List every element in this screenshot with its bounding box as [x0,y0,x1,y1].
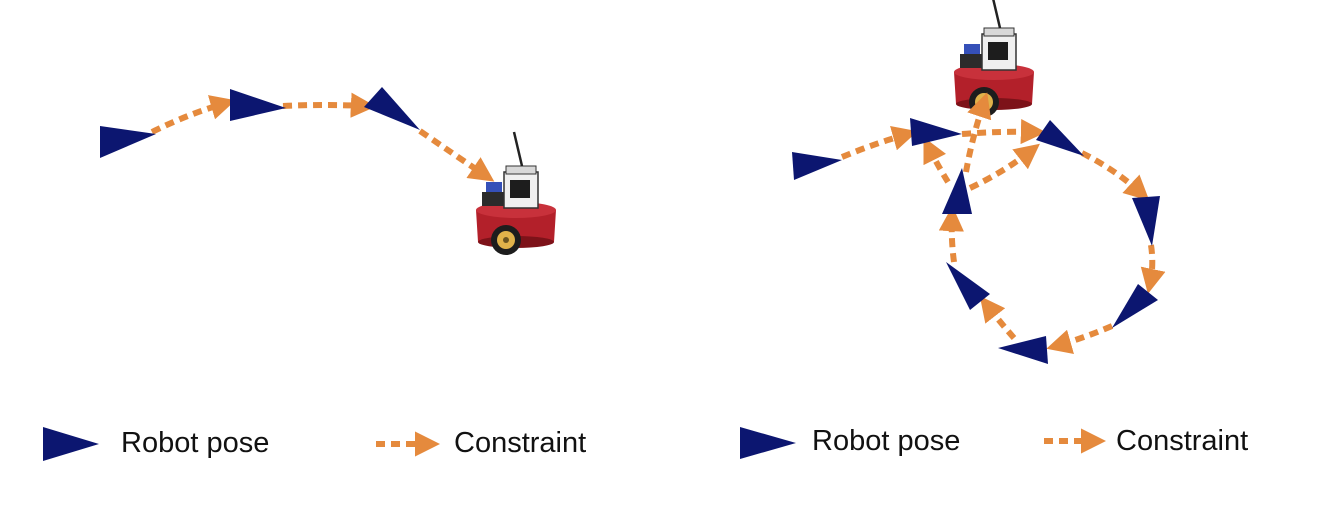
legend-pose-label: Robot pose [812,425,960,457]
constraint-edge [1046,323,1114,354]
constraint-edge [938,205,964,263]
constraint-edge [923,136,951,184]
constraint-edge [1080,150,1150,201]
pose-marker [942,168,972,214]
right-constraints [840,92,1166,354]
right-poses [792,118,1160,364]
pose-marker [230,89,286,121]
constraint-edge [963,92,992,173]
right-panel: Robot pose Constraint [740,0,1248,459]
constraint-edge [282,92,377,118]
left-constraints [150,92,495,182]
constraint-edge [961,118,1047,145]
constraint-edge [1140,244,1166,294]
pose-marker [1112,284,1158,328]
triangle-arrow-icon [43,427,99,461]
triangle-arrow-icon [740,427,796,459]
constraint-edge [979,296,1017,340]
mobile-robot-icon [474,130,558,257]
legend-constraint-label: Constraint [454,427,586,459]
right-legend: Robot pose Constraint [740,425,1248,459]
mobile-robot-icon [952,0,1036,119]
pose-marker [100,126,156,158]
pose-marker [364,87,420,130]
legend-constraint-label: Constraint [1116,425,1248,457]
legend-pose-label: Robot pose [121,427,269,459]
pose-marker [946,262,990,310]
left-panel: Robot pose Constraint [43,87,586,461]
left-poses [100,87,420,158]
constraint-edge [418,128,495,182]
constraint-edge [968,143,1040,191]
left-legend: Robot pose Constraint [43,427,586,461]
pose-marker [1036,120,1084,156]
pose-marker [998,336,1048,364]
constraint-edge [840,125,918,160]
pose-marker [1132,196,1160,246]
pose-marker [792,152,842,180]
pose-marker [910,118,962,146]
constraint-edge [150,95,236,135]
